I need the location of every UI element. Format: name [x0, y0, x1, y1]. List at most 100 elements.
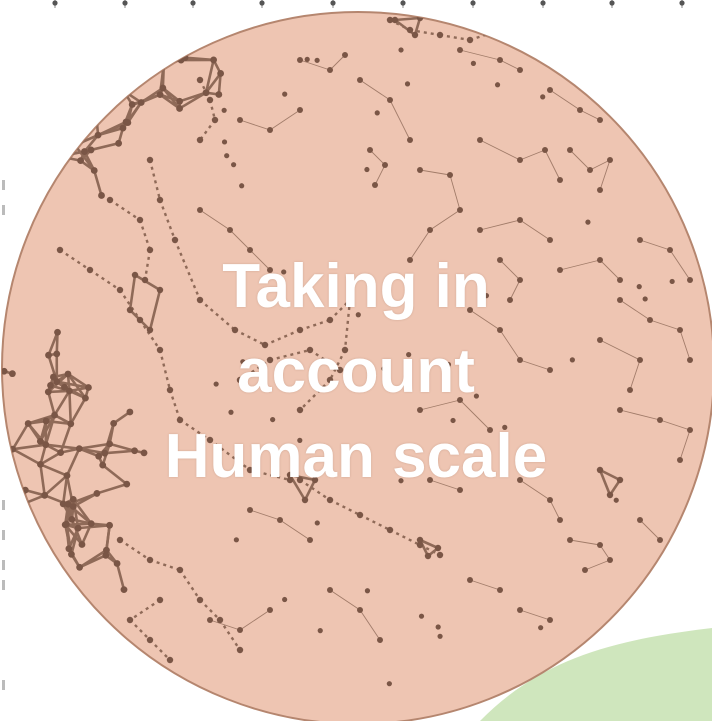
graph-node [88, 520, 95, 527]
graph-node [98, 192, 105, 199]
graph-node [587, 167, 593, 173]
graph-node [277, 517, 283, 523]
graph-node [102, 552, 109, 559]
graph-node [419, 614, 424, 619]
graph-node [247, 507, 253, 513]
pin-icon [400, 0, 405, 8]
graph-edge [69, 391, 70, 424]
graph-node [37, 461, 44, 468]
graph-node [63, 521, 70, 528]
graph-node [224, 153, 229, 158]
graph-node [41, 492, 48, 499]
title-line-3: Human scale [106, 414, 606, 499]
graph-node [65, 501, 72, 508]
graph-node [147, 557, 153, 563]
graph-node [357, 512, 363, 518]
graph-node [91, 167, 98, 174]
graph-node [217, 70, 224, 77]
graph-node [64, 472, 71, 479]
graph-node [87, 267, 93, 273]
graph-node [197, 77, 203, 83]
graph-node [237, 627, 243, 633]
graph-node [567, 147, 573, 153]
graph-node [538, 625, 543, 630]
graph-node [127, 617, 133, 623]
graph-node [207, 617, 213, 623]
graph-node [597, 187, 603, 193]
graph-node [25, 420, 32, 427]
graph-node [68, 516, 75, 523]
graph-node [567, 537, 573, 543]
graph-node [435, 545, 441, 551]
graph-node [197, 207, 203, 213]
graph-node [447, 172, 453, 178]
graph-node [197, 137, 203, 143]
graph-node [66, 545, 73, 552]
graph-node [497, 27, 503, 33]
graph-node [267, 607, 273, 613]
graph-node [120, 87, 127, 94]
graph-node [457, 207, 463, 213]
graph-node [172, 237, 178, 243]
graph-node [227, 227, 233, 233]
top-pin-row [52, 0, 684, 8]
graph-node [477, 137, 483, 143]
graph-node [114, 560, 121, 567]
graph-node [67, 420, 74, 427]
graph-node [95, 132, 102, 139]
graph-node [417, 167, 423, 173]
pin-icon [679, 0, 684, 8]
graph-node [617, 407, 623, 413]
graph-node [76, 445, 83, 452]
graph-node [357, 77, 363, 83]
graph-node [417, 15, 423, 21]
graph-node [43, 418, 50, 425]
graph-node [617, 277, 623, 283]
graph-node [407, 27, 413, 33]
graph-node [577, 107, 583, 113]
graph-node [670, 279, 675, 284]
graph-node [75, 525, 82, 532]
graph-node [94, 490, 101, 497]
graph-node [637, 517, 643, 523]
graph-node [120, 125, 127, 132]
graph-node [657, 537, 663, 543]
graph-node [637, 237, 643, 243]
margin-tick [2, 180, 5, 190]
graph-node [657, 167, 663, 173]
graph-node [239, 183, 244, 188]
graph-node [212, 117, 218, 123]
graph-node [467, 37, 473, 43]
graph-node [382, 162, 388, 168]
graph-node [157, 597, 163, 603]
pin-icon [52, 0, 57, 8]
graph-node [234, 537, 239, 542]
graph-node [687, 357, 693, 363]
graph-node [412, 32, 418, 38]
graph-node [517, 217, 523, 223]
pin-icon [330, 0, 335, 8]
graph-node [297, 57, 303, 63]
graph-node [557, 517, 563, 523]
graph-node [657, 417, 663, 423]
graph-node [477, 227, 483, 233]
graph-node [92, 99, 99, 106]
graph-node [82, 395, 89, 402]
graph-node [387, 97, 393, 103]
graph-node [121, 586, 128, 593]
margin-tick [2, 530, 5, 540]
graph-node [471, 61, 476, 66]
graph-node [517, 67, 523, 73]
graph-node [147, 637, 153, 643]
graph-node [197, 597, 203, 603]
pin-icon [259, 0, 264, 8]
graph-node [677, 457, 683, 463]
margin-tick [2, 500, 5, 510]
graph-node [47, 382, 54, 389]
graph-node [237, 647, 243, 653]
graph-node [56, 153, 63, 160]
graph-node [357, 607, 363, 613]
graph-node [159, 85, 166, 92]
graph-node [137, 217, 143, 223]
